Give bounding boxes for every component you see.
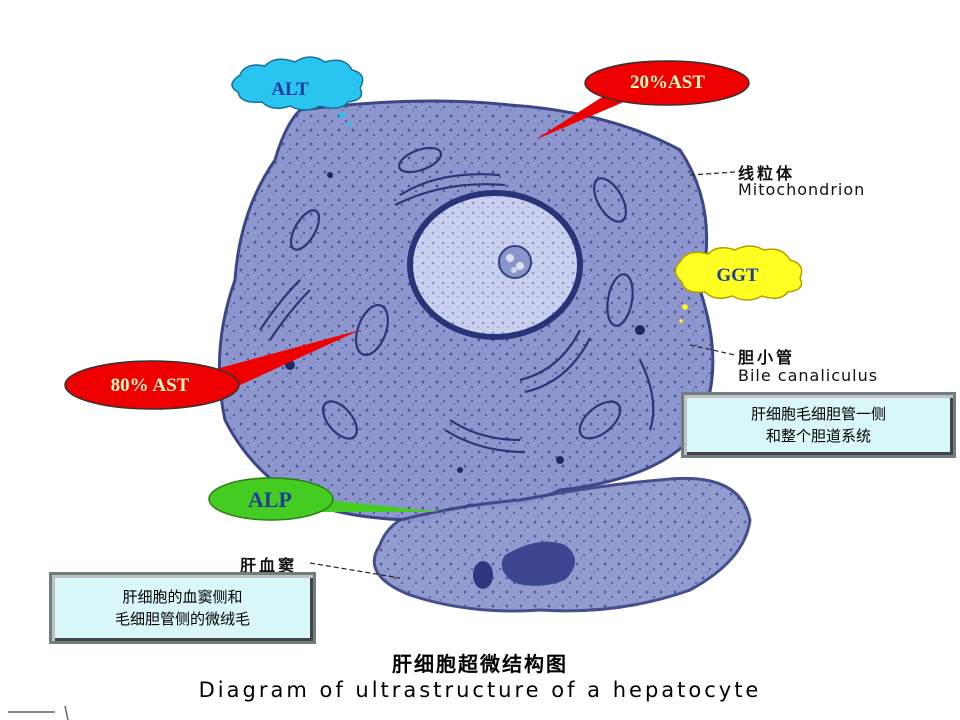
ast80-label: 80% AST (110, 375, 190, 396)
ast20-oval (584, 60, 750, 106)
caption-cn: 肝细胞超微结构图 (392, 652, 568, 676)
ast80-oval (64, 360, 240, 410)
note-box-right: 肝细胞毛细胆管一侧 和整个胆道系统 (681, 392, 956, 458)
note-left-line1: 肝细胞的血窦侧和 (122, 588, 243, 606)
nucleus (407, 190, 583, 340)
alt-label: ALT (271, 79, 309, 100)
note-right-line1: 肝细胞毛细胆管一侧 (750, 405, 886, 423)
corner-dashes (8, 705, 69, 720)
ast20-label: 20%AST (630, 72, 705, 93)
mitochondrion-label-en: Mitochondrion (738, 180, 866, 199)
ast80-callout-tail (205, 330, 360, 392)
caption-en: Diagram of ultrastructure of a hepatocyt… (198, 678, 762, 702)
nucleolus (498, 245, 532, 279)
note-right-line2: 和整个胆道系统 (765, 427, 871, 445)
note-left-line2: 毛细胆管侧的微绒毛 (114, 610, 250, 628)
sinus-leader (309, 562, 401, 579)
mitochondrion-label-cn: 线粒体 (738, 164, 796, 183)
alp-label: ALP (248, 487, 292, 512)
sinusoid-nucleus (501, 541, 575, 586)
alt-cloud (231, 56, 364, 111)
sinusoid-blob (473, 561, 493, 589)
mito-leader (689, 171, 736, 176)
alp-callout-tail (300, 497, 440, 512)
note-box-left: 肝细胞的血窦侧和 毛细胆管侧的微绒毛 (49, 572, 316, 644)
sinusoid-label-cn: 肝血窦 (240, 556, 298, 575)
dark-granules (285, 172, 645, 473)
bile-canaliculus-label-en: Bile canaliculus (738, 366, 879, 385)
ggt-cloud (674, 245, 803, 301)
ast20-callout-tail (535, 92, 640, 140)
ggt-label: GGT (716, 265, 759, 286)
bile-canaliculus-label-cn: 胆小管 (738, 348, 796, 367)
organelles (259, 146, 655, 454)
alp-oval (208, 477, 334, 521)
